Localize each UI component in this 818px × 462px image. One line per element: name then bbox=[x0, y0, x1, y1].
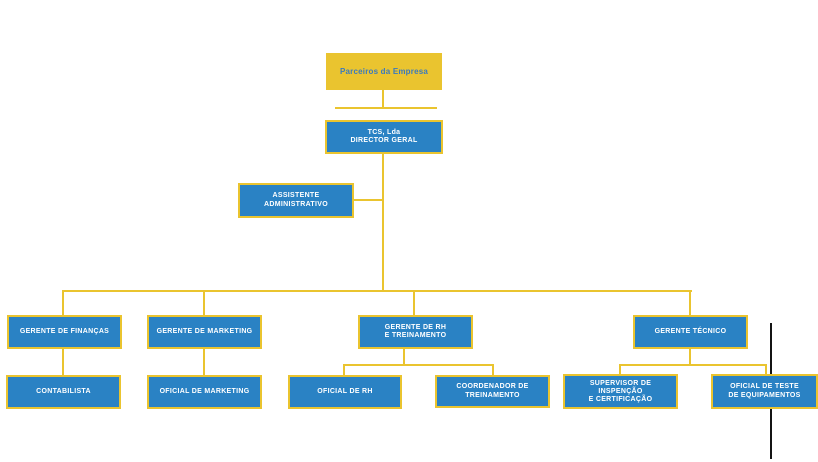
org-node-accountant: CONTABILISTA bbox=[6, 375, 121, 409]
org-node-marketing-manager-label: GERENTE DE MARKETING bbox=[156, 327, 253, 335]
org-node-inspection-supervisor-line2: INSPENÇÃO bbox=[598, 387, 643, 395]
org-node-training-coordinator-line1: COORDENADOR DE bbox=[456, 383, 529, 390]
org-node-hr-officer: OFICIAL DE RH bbox=[288, 375, 402, 409]
org-node-hr-training-manager: GERENTE DE RH E TREINAMENTO bbox=[358, 315, 473, 349]
connector-partners-stem bbox=[382, 90, 384, 108]
org-node-director-line1: TCS, Lda bbox=[367, 128, 401, 136]
org-node-marketing-officer-label: OFICIAL DE MARKETING bbox=[159, 387, 250, 395]
org-node-finance-manager-label: GERENTE DE FINANÇAS bbox=[19, 327, 110, 335]
org-node-technical-manager: GERENTE TÉCNICO bbox=[633, 315, 748, 349]
org-node-marketing-officer: OFICIAL DE MARKETING bbox=[147, 375, 262, 409]
org-node-marketing-manager: GERENTE DE MARKETING bbox=[147, 315, 262, 349]
org-node-equipment-test-officer-line2: DE EQUIPAMENTOS bbox=[728, 391, 801, 399]
connector-marketing-officer bbox=[203, 349, 205, 375]
connector-drop-inspection-supervisor bbox=[619, 364, 621, 375]
org-node-inspection-supervisor-line1: SUPERVISOR DE bbox=[589, 379, 652, 387]
connector-technical-stem bbox=[689, 349, 691, 366]
org-node-training-coordinator-line2: TREINAMENTO bbox=[465, 391, 520, 399]
org-node-finance-manager: GERENTE DE FINANÇAS bbox=[7, 315, 122, 349]
connector-finance-accountant bbox=[62, 349, 64, 375]
org-node-inspection-supervisor: SUPERVISOR DE INSPENÇÃO E CERTIFICAÇÃO bbox=[563, 374, 678, 409]
org-node-assistant: ASSISTENTE ADMINISTRATIVO bbox=[238, 183, 354, 218]
connector-technical-split-bar bbox=[619, 364, 767, 366]
connector-drop-equipment-test-officer bbox=[765, 364, 767, 375]
connector-hr-split-bar bbox=[343, 364, 494, 366]
connector-drop-marketing bbox=[203, 290, 205, 315]
org-node-training-coordinator: COORDENADOR DE TREINAMENTO bbox=[435, 375, 550, 408]
org-node-director-line2: DIRECTOR GERAL bbox=[350, 137, 418, 144]
connector-drop-technical bbox=[689, 290, 691, 315]
connector-drop-hr-officer bbox=[343, 364, 345, 375]
connector-hr-stem bbox=[403, 349, 405, 366]
org-node-partners-label: Parceiros da Empresa bbox=[339, 66, 429, 76]
connector-assistant-branch bbox=[353, 199, 383, 201]
org-node-technical-manager-label: GERENTE TÉCNICO bbox=[654, 327, 727, 335]
org-node-accountant-label: CONTABILISTA bbox=[36, 387, 91, 395]
org-node-hr-officer-label: OFICIAL DE RH bbox=[317, 387, 373, 395]
connector-managers-bar bbox=[62, 290, 692, 292]
org-node-inspection-supervisor-line3: E CERTIFICAÇÃO bbox=[588, 395, 653, 403]
connector-director-stem bbox=[382, 154, 384, 292]
org-node-assistant-line2: ADMINISTRATIVO bbox=[264, 200, 328, 208]
connector-partners-bar bbox=[335, 107, 437, 109]
org-node-equipment-test-officer: OFICIAL DE TESTE DE EQUIPAMENTOS bbox=[711, 374, 818, 409]
connector-drop-training-coordinator bbox=[492, 364, 494, 375]
org-node-assistant-line1: ASSISTENTE bbox=[272, 192, 320, 199]
connector-drop-finance bbox=[62, 290, 64, 315]
connector-drop-hr bbox=[413, 290, 415, 315]
org-node-hr-training-manager-line2: E TREINAMENTO bbox=[384, 332, 447, 339]
org-node-hr-training-manager-line1: GERENTE DE RH bbox=[384, 323, 447, 331]
org-node-equipment-test-officer-line1: OFICIAL DE TESTE bbox=[730, 383, 799, 390]
org-node-partners: Parceiros da Empresa bbox=[326, 53, 442, 90]
org-node-director: TCS, Lda DIRECTOR GERAL bbox=[325, 120, 443, 154]
